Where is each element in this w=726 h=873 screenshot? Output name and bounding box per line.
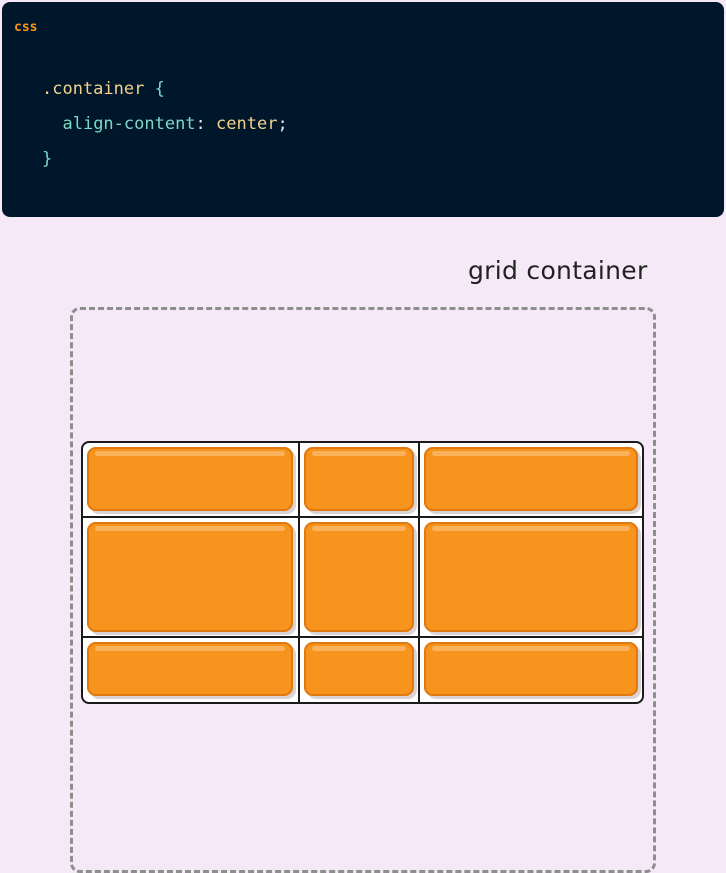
grid-item [424,522,638,632]
code-semicolon: ; [277,114,288,134]
code-close-brace: } [42,149,53,169]
language-tag: css [14,20,38,35]
grid-item [87,522,293,632]
grid-item [424,447,638,511]
grid-container-label: grid container [468,256,648,285]
code-content: .container { align-content: center; } [42,72,288,177]
grid-item [304,447,414,511]
code-selector: .container [42,79,145,99]
grid-line-row-1 [83,516,642,518]
grid-item [87,642,293,696]
code-property: align-content [62,114,196,134]
grid-item [304,522,414,632]
grid-line-row-2 [83,636,642,638]
code-block: css .container { align-content: center; … [2,2,724,217]
code-value: center [216,114,278,134]
grid-line-col-1 [298,443,300,702]
grid [81,441,644,704]
code-colon: : [195,114,206,134]
grid-item [87,447,293,511]
code-open-brace: { [154,79,165,99]
grid-item [304,642,414,696]
grid-item [424,642,638,696]
grid-line-col-2 [418,443,420,702]
